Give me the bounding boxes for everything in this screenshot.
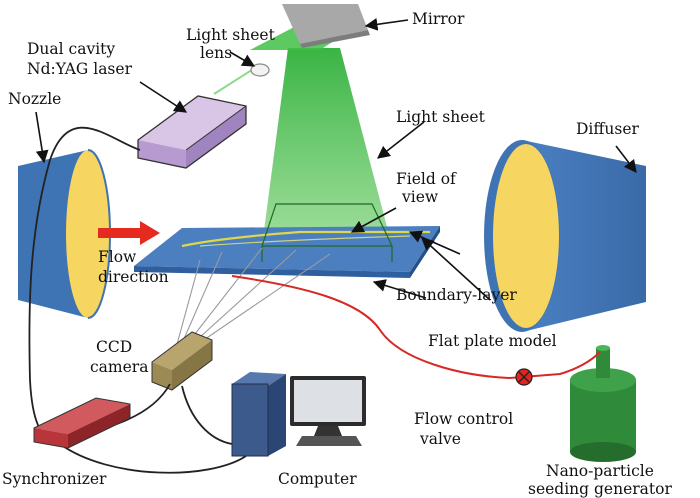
laser-side <box>186 106 246 168</box>
leader-arrows <box>35 18 637 301</box>
label-field-of-view-2: view <box>401 188 439 206</box>
laser-front <box>138 140 186 168</box>
label-laser-1: Dual cavity <box>27 40 115 58</box>
label-flow-control-valve-1: Flow control <box>414 410 513 428</box>
mirror <box>282 4 370 48</box>
label-nozzle: Nozzle <box>8 90 61 108</box>
seeding-tube <box>231 275 601 380</box>
boundary-layer-line <box>181 230 430 248</box>
mirror-surface <box>282 4 368 44</box>
label-light-sheet-lens-1: Light sheet <box>186 26 276 44</box>
label-computer: Computer <box>278 470 357 488</box>
nozzle-face <box>66 150 110 318</box>
label-light-sheet-lens-2: lens <box>200 44 232 62</box>
light-sheet-lens <box>250 63 270 77</box>
label-boundary-layer: Boundary-layer <box>396 286 517 304</box>
label-mirror: Mirror <box>412 10 465 28</box>
nozzle <box>18 149 111 319</box>
label-flow-direction-1: Flow <box>98 248 137 266</box>
light-sheet <box>262 48 392 246</box>
label-ccd-camera-2: camera <box>90 358 148 376</box>
flow-arrow <box>98 221 160 245</box>
synchronizer <box>33 397 131 449</box>
diffuser <box>484 140 646 332</box>
label-flat-plate-model: Flat plate model <box>428 332 557 350</box>
label-flow-direction-2: direction <box>98 268 169 286</box>
flow-control-valve-icon <box>515 368 533 386</box>
label-synchronizer: Synchronizer <box>2 470 107 488</box>
label-nano-particle-2: seeding generator <box>528 480 672 498</box>
camera-view-lines <box>175 247 331 349</box>
label-ccd-camera-1: CCD <box>96 338 132 356</box>
label-flow-control-valve-2: valve <box>419 430 461 448</box>
ccd-camera <box>151 331 213 391</box>
diffuser-face <box>493 144 559 328</box>
label-field-of-view-1: Field of <box>396 170 457 188</box>
label-nano-particle-1: Nano-particle <box>546 462 654 480</box>
laser-top <box>138 96 246 150</box>
monitor-screen <box>294 380 362 422</box>
laser-beam <box>213 67 256 95</box>
boundary-layer-line-2 <box>199 235 411 247</box>
laser <box>137 95 247 169</box>
nano-particle-seeding-generator <box>570 345 636 462</box>
label-laser-2: Nd:YAG laser <box>27 60 133 78</box>
flat-plate-model <box>134 226 440 278</box>
label-diffuser: Diffuser <box>576 120 640 138</box>
mirror-edge <box>300 30 370 48</box>
computer <box>231 372 366 457</box>
label-light-sheet: Light sheet <box>396 108 486 126</box>
